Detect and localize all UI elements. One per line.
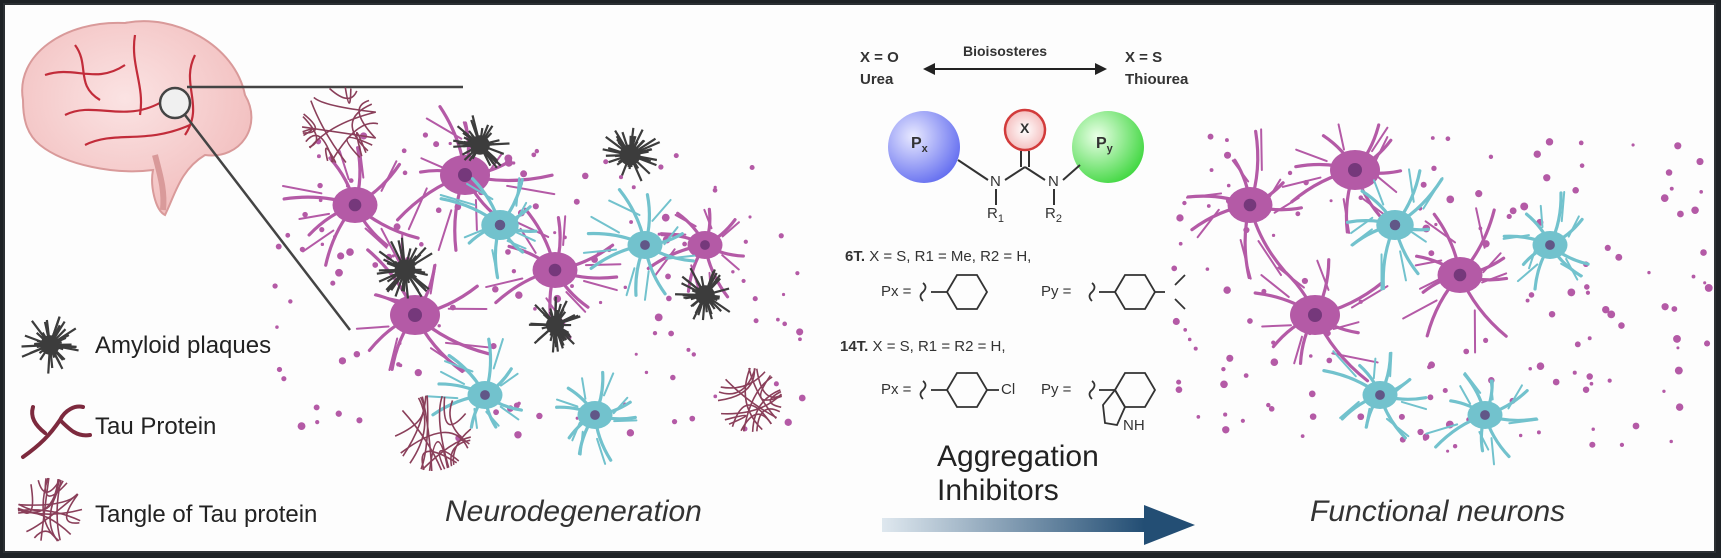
amyloid-plaques-cluster: [301, 87, 783, 472]
compound-14t-px: Px =: [881, 381, 912, 398]
compound-14t-py: Py =: [1041, 381, 1072, 398]
arrow-label-line1: Aggregation: [937, 440, 1099, 473]
urea-core-structure: [888, 108, 1144, 205]
brain-illustration: [21, 20, 253, 217]
figure-frame: Amyloid plaques Tau Protein Tangle of Ta…: [3, 3, 1716, 553]
compound-14t-cl: Cl: [1001, 381, 1016, 398]
px-label: Px: [911, 135, 928, 156]
aggregation-arrow: [882, 505, 1195, 545]
n-right-label: N: [1048, 173, 1059, 190]
caption-functional-neurons: Functional neurons: [1310, 495, 1566, 528]
bioisostere-arrow: [923, 63, 1107, 75]
compound-14t-line: 14T. X = S, R1 = R2 = H,: [840, 338, 1006, 355]
n-left-label: N: [990, 173, 1001, 190]
label-urea: Urea: [860, 71, 894, 88]
py-sphere: [1072, 111, 1144, 183]
compound-6t-px: Px =: [881, 283, 912, 300]
x-atom-label: X: [1020, 120, 1030, 136]
compound-6t-py: Py =: [1041, 283, 1072, 300]
label-bioisosteres: Bioisosteres: [963, 43, 1048, 59]
label-x-s: X = S: [1125, 49, 1163, 66]
r2-label: R2: [1045, 205, 1062, 225]
label-x-o: X = O: [860, 49, 899, 66]
legend-tau-protein: Tau Protein: [95, 413, 217, 440]
tau-protein-icon: [21, 404, 92, 459]
r1-label: R1: [987, 205, 1004, 225]
amyloid-plaque-icon: [21, 316, 79, 374]
x-atom-circle: [1003, 108, 1047, 152]
compound-14t-nh: NH: [1123, 417, 1145, 434]
neurons-functional: [1171, 123, 1713, 466]
compound-6t-line: 6T. X = S, R1 = Me, R2 = H,: [845, 248, 1032, 265]
tau-tangle-icon: [17, 477, 83, 542]
caption-neurodegeneration: Neurodegeneration: [445, 495, 702, 528]
zoom-lines: [184, 85, 463, 331]
legend-amyloid-plaques: Amyloid plaques: [95, 332, 272, 359]
arrow-label-line2: Inhibitors: [937, 474, 1059, 507]
arrow-head: [1144, 505, 1195, 545]
px-sphere: [888, 111, 960, 183]
compound-6t-rings: [919, 274, 1186, 310]
legend-tau-tangle: Tangle of Tau protein: [95, 501, 318, 528]
label-thiourea: Thiourea: [1125, 71, 1189, 88]
compound-14t-rings: [919, 372, 1157, 427]
py-label: Py: [1096, 135, 1113, 156]
figure-artwork: [17, 20, 1713, 545]
neurons-neurodegeneration: [272, 105, 806, 465]
